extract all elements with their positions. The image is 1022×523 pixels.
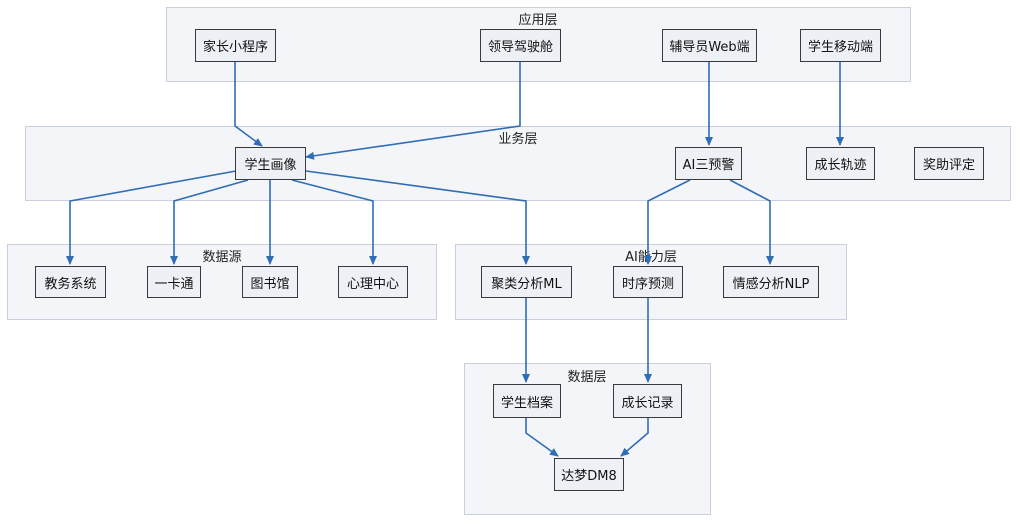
node-cluster-ml[interactable]: 聚类分析ML [481, 266, 572, 298]
label-business-layer: 业务层 [498, 132, 538, 147]
node-dameng-db[interactable]: 达梦DM8 [554, 458, 624, 491]
node-scholarship-eval[interactable]: 奖助评定 [914, 147, 984, 180]
node-leader-cockpit[interactable]: 领导驾驶舱 [480, 29, 561, 62]
node-growth-record[interactable]: 成长记录 [613, 384, 682, 418]
label-data-layer: 数据层 [567, 370, 607, 385]
label-ai-layer: AI能力层 [625, 250, 677, 265]
node-academic-system[interactable]: 教务系统 [35, 266, 106, 298]
node-student-archive[interactable]: 学生档案 [493, 384, 561, 418]
node-counselor-web[interactable]: 辅导员Web端 [662, 29, 757, 62]
node-campus-card[interactable]: 一卡通 [147, 266, 201, 298]
label-data-sources: 数据源 [202, 250, 242, 265]
node-ai-warning[interactable]: AI三预警 [675, 147, 742, 180]
node-growth-track[interactable]: 成长轨迹 [806, 147, 875, 180]
node-parent-miniapp[interactable]: 家长小程序 [195, 29, 276, 62]
node-psych-center[interactable]: 心理中心 [338, 266, 408, 298]
node-student-mobile[interactable]: 学生移动端 [800, 29, 881, 62]
label-app-layer: 应用层 [518, 13, 558, 28]
node-sentiment-nlp[interactable]: 情感分析NLP [723, 266, 819, 298]
node-time-series[interactable]: 时序预测 [613, 266, 683, 298]
node-student-profile[interactable]: 学生画像 [235, 147, 306, 180]
node-library[interactable]: 图书馆 [242, 266, 298, 298]
